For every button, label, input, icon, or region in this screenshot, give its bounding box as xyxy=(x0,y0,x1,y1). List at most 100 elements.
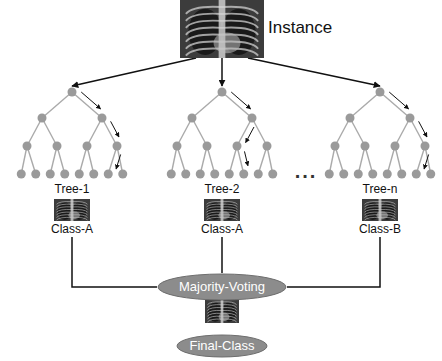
tree-branch xyxy=(410,118,425,146)
tree-node xyxy=(23,142,32,151)
tree-node xyxy=(17,170,26,179)
tree-node xyxy=(53,142,62,151)
connector xyxy=(221,58,223,86)
process-ellipse: Majority-Voting xyxy=(157,273,287,301)
connector xyxy=(248,58,380,86)
tree-branch xyxy=(192,118,207,146)
tree-node xyxy=(412,170,421,179)
tree-name: Tree-1 xyxy=(55,182,90,197)
ellipsis-label: ... xyxy=(295,160,318,183)
xray-image xyxy=(54,199,90,221)
class-label: Class-A xyxy=(51,222,93,237)
tree-node xyxy=(188,114,197,123)
class-label: Class-A xyxy=(201,222,243,237)
tree-block: Tree-nClass-B xyxy=(322,86,438,237)
tree-node xyxy=(325,170,334,179)
tree-branch xyxy=(42,92,72,118)
input-instance: Instance xyxy=(180,0,264,58)
tree-branch xyxy=(395,118,410,146)
decision-tree xyxy=(17,88,128,179)
tree-node xyxy=(104,170,113,179)
connector xyxy=(287,237,380,287)
connector xyxy=(72,58,196,86)
ellipse-shape xyxy=(177,335,267,357)
tree-node xyxy=(233,142,242,151)
path-arrow xyxy=(424,154,429,169)
tree-node xyxy=(354,170,363,179)
xray-image xyxy=(205,299,239,323)
tree-node xyxy=(181,170,190,179)
path-arrow xyxy=(111,121,119,137)
tree-node xyxy=(60,170,69,179)
tree-branch xyxy=(350,92,380,118)
node-label: Final-Class xyxy=(176,334,268,358)
tree-node xyxy=(89,170,98,179)
tree-node xyxy=(263,142,272,151)
tree-node xyxy=(331,142,340,151)
tree-node xyxy=(210,170,219,179)
tree-branch xyxy=(222,92,252,118)
tree-branch xyxy=(102,118,117,146)
tree-node xyxy=(368,170,377,179)
path-arrow xyxy=(419,121,427,137)
xray-image xyxy=(362,199,398,221)
tree-node xyxy=(38,114,47,123)
xray-image xyxy=(204,199,240,221)
ellipse-shape xyxy=(158,274,286,300)
tree-node xyxy=(339,170,348,179)
tree-branch xyxy=(380,92,410,118)
path-arrow xyxy=(116,154,121,169)
tree-node xyxy=(225,170,234,179)
tree-node xyxy=(268,170,277,179)
tree-branch xyxy=(27,118,42,146)
tree-branch xyxy=(252,118,267,146)
tree-branch xyxy=(72,92,102,118)
decision-tree xyxy=(325,88,436,179)
tree-node xyxy=(421,142,430,151)
tree-branch xyxy=(192,92,222,118)
tree-branch xyxy=(237,118,252,146)
path-arrow xyxy=(246,127,254,143)
connector xyxy=(72,237,157,287)
connector xyxy=(221,237,223,273)
tree-node xyxy=(173,142,182,151)
tree-node xyxy=(196,170,205,179)
tree-node xyxy=(31,170,40,179)
tree-name: Tree-n xyxy=(363,182,398,197)
node-label: Instance xyxy=(268,18,332,38)
path-arrow xyxy=(81,92,100,109)
tree-node xyxy=(426,170,435,179)
tree-node xyxy=(239,170,248,179)
path-arrow xyxy=(231,92,250,109)
tree-node xyxy=(406,114,415,123)
tree-node xyxy=(361,142,370,151)
tree-node xyxy=(383,170,392,179)
tree-node xyxy=(397,170,406,179)
tree-node xyxy=(391,142,400,151)
tree-branch xyxy=(42,118,57,146)
tree-node xyxy=(203,142,212,151)
tree-node xyxy=(46,170,55,179)
node-label: Majority-Voting xyxy=(157,273,287,301)
tree-branch xyxy=(350,118,365,146)
tree-branch xyxy=(335,118,350,146)
tree-node xyxy=(98,114,107,123)
xray-image xyxy=(180,0,264,58)
class-label: Class-B xyxy=(359,222,401,237)
tree-branch xyxy=(177,118,192,146)
tree-block: Tree-1Class-A xyxy=(14,86,130,237)
tree-node xyxy=(113,142,122,151)
tree-node xyxy=(83,142,92,151)
tree-node xyxy=(118,170,127,179)
path-arrow xyxy=(389,92,408,109)
tree-node xyxy=(75,170,84,179)
tree-name: Tree-2 xyxy=(205,182,240,197)
path-arrow xyxy=(244,151,247,165)
tree-node xyxy=(346,114,355,123)
tree-node xyxy=(68,88,77,97)
decision-tree xyxy=(167,88,278,179)
tree-node xyxy=(248,114,257,123)
tree-branch xyxy=(87,118,102,146)
tree-node xyxy=(376,88,385,97)
